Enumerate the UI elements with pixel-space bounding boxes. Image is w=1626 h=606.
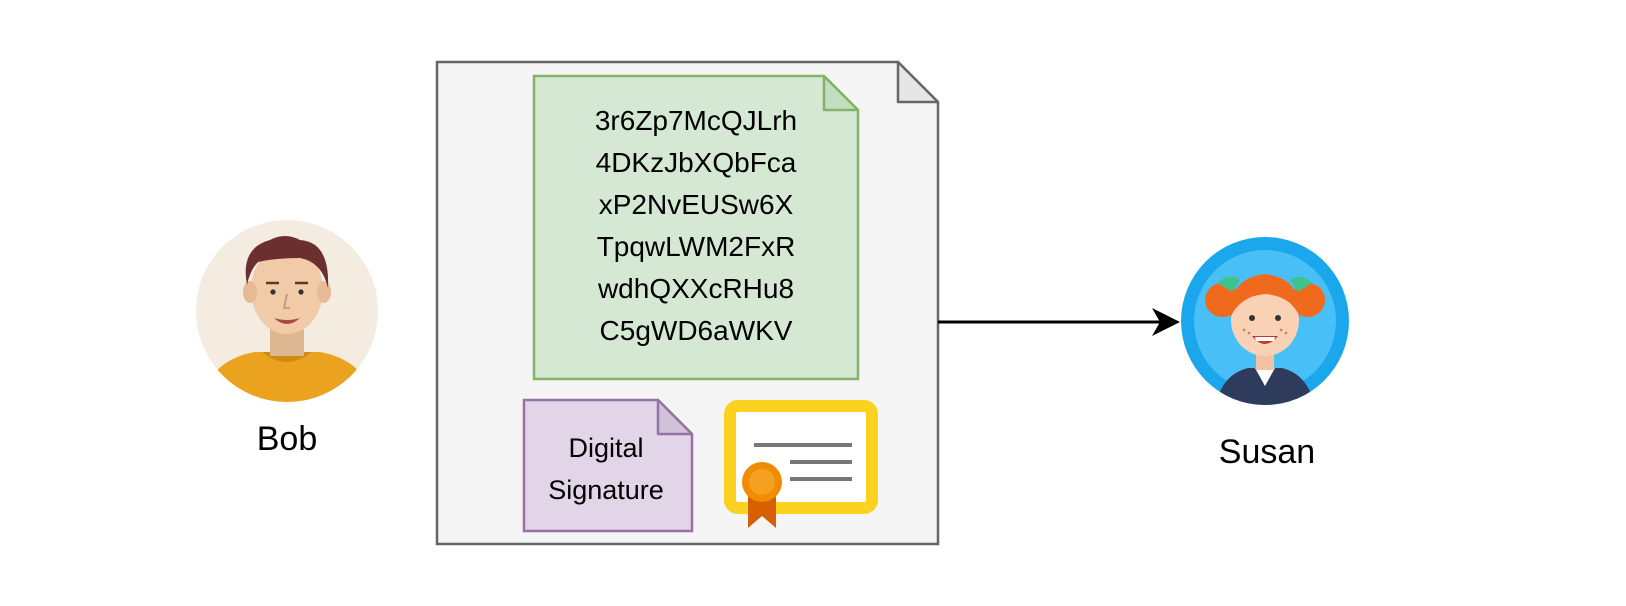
data-line: wdhQXXcRHu8 bbox=[597, 273, 795, 304]
send-arrow bbox=[938, 308, 1180, 336]
data-line: TpqwLWM2FxR bbox=[596, 231, 796, 262]
signature-sheet bbox=[522, 398, 694, 533]
signature-label-line: Signature bbox=[548, 475, 664, 505]
man-avatar-icon bbox=[196, 220, 378, 402]
document-page-fold bbox=[896, 60, 940, 104]
sender-name: Bob bbox=[256, 420, 318, 458]
data-line: xP2NvEUSw6X bbox=[598, 189, 794, 220]
data-sheet-fold bbox=[822, 74, 860, 112]
data-line: 3r6Zp7McQJLrh bbox=[594, 105, 798, 136]
girl-avatar-icon bbox=[1181, 237, 1349, 405]
signature-label-line: Digital bbox=[568, 433, 644, 463]
data-line: C5gWD6aWKV bbox=[599, 315, 793, 346]
data-line: 4DKzJbXQbFca bbox=[595, 147, 797, 178]
signature-sheet-fold bbox=[656, 398, 694, 436]
certificate-icon bbox=[724, 400, 878, 528]
data-text: 3r6Zp7McQJLrh 4DKzJbXQbFca xP2NvEUSw6X T… bbox=[534, 100, 858, 352]
recipient-name: Susan bbox=[1218, 433, 1316, 471]
data-sheet bbox=[532, 74, 860, 381]
signature-label: Digital Signature bbox=[522, 427, 690, 511]
